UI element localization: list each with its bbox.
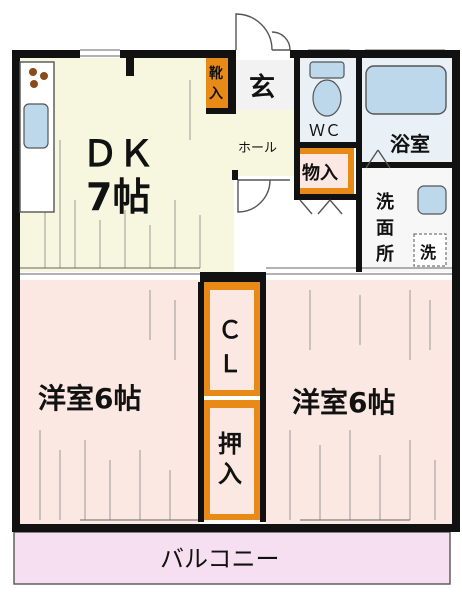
senmenjo-label-2: 面 [376,218,394,239]
kutsuire-label-1: 靴 [209,65,223,82]
cl-label-1: Ｃ [218,316,242,344]
hall-label: ホール [238,141,277,156]
monoire-label: 物入 [302,162,338,184]
room-left-label: 洋室6帖 [38,382,141,415]
cl-inner [210,290,254,390]
monoire-door [299,199,343,215]
oshiire-inner [210,408,254,514]
bath-label: 浴室 [390,132,430,156]
genkan-floor [236,60,294,110]
oshiire-label-2: 入 [218,460,242,488]
genkan-label: 玄 [249,72,275,103]
stove-icon [29,68,48,88]
dk-label-line2: 7帖 [86,175,150,219]
hall-floor [234,110,294,176]
toilet-icon [309,61,345,117]
kutsuire-box [206,58,228,108]
walls [12,50,460,532]
entrance-door [235,13,291,51]
senmenjo-label-3: 所 [376,244,394,265]
monoire-inner [300,154,348,188]
senmenjo-label-1: 洗 [376,191,394,213]
floor-hatching [39,80,436,520]
washer-space [413,233,447,267]
wc-label: ＷＣ [309,121,341,140]
washbasin-icon [417,185,447,215]
dk-floor-upper [130,58,206,74]
sink-icon [23,103,49,149]
hall-door [237,179,290,213]
sentaku-label: 洗 [420,243,436,262]
room-right-floor [266,280,452,524]
dk-label-line1: ＤＫ [82,134,154,175]
balcony-label: バルコニー [160,545,280,573]
bath-door [365,149,391,169]
oshiire-label-1: 押 [218,430,242,458]
balcony-floor [13,531,451,585]
kutsuire-label-2: 入 [209,86,223,102]
room-right-label: 洋室6帖 [292,386,395,419]
dk-floor [20,58,234,272]
cl-label-2: Ｌ [218,350,242,378]
bathtub-icon [365,65,447,115]
